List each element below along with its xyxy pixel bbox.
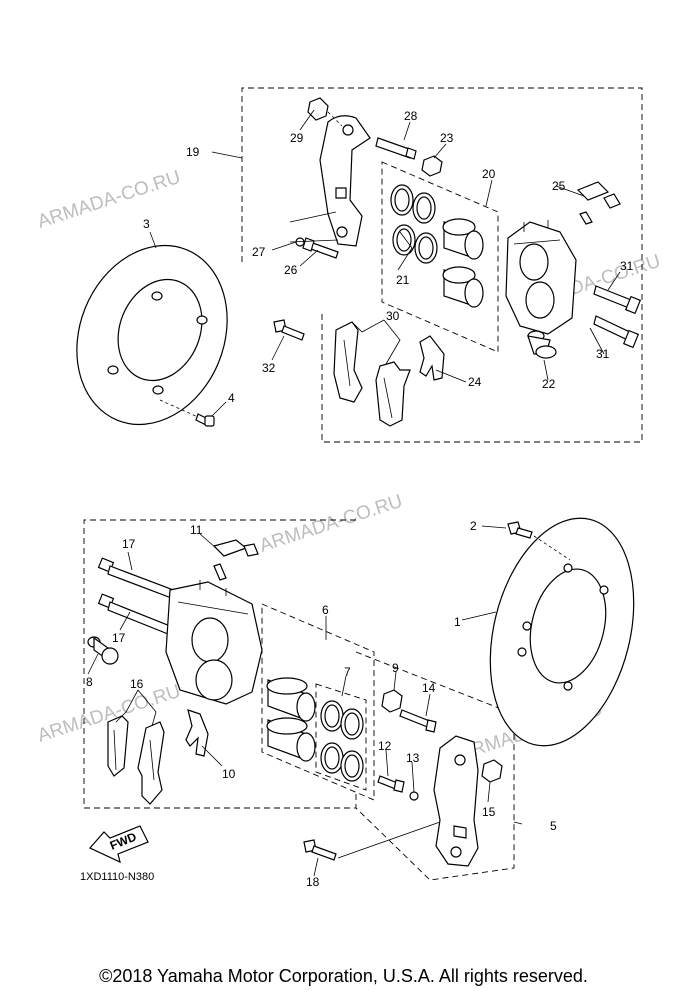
part-23 [421,155,443,177]
callout-15: 15 [482,805,496,819]
callout-31b: 31 [596,347,610,361]
caliper-lower [165,580,263,705]
part-29 [307,97,343,127]
callout-16: 16 [130,677,144,691]
frame-20 [381,161,499,353]
callout-12: 12 [378,739,392,753]
watermark-3: ARMADA-CO.RU [257,491,405,557]
part-7-seals [320,700,364,782]
fwd-arrow-icon: FWD [89,825,149,864]
part-9 [381,689,403,713]
part-30-pads [333,321,411,427]
part-15 [481,759,503,783]
callout-10: 10 [222,767,236,781]
callout-26: 26 [284,263,298,277]
part-14 [399,709,437,733]
part-24 [419,335,445,381]
callout-11: 11 [190,523,203,537]
bracket-plate [319,115,371,247]
callout-5: 5 [550,819,557,833]
leader-lines-lower [87,525,523,877]
callout-6: 6 [322,603,329,617]
callout-18: 18 [306,875,320,889]
copyright-footer: ©2018 Yamaha Motor Corporation, U.S.A. A… [99,966,588,986]
callout-30: 30 [386,309,400,323]
frame-5 [355,651,515,881]
part-10 [185,709,209,757]
callout-13: 13 [406,751,420,765]
callout-24: 24 [468,375,482,389]
part-32 [273,319,305,341]
callout-2: 2 [470,519,477,533]
part-11 [212,539,259,581]
callout-1: 1 [454,615,461,629]
callout-8: 8 [86,675,93,689]
watermark-1: ARMADA-CO.RU [35,167,183,233]
callout-20: 20 [482,167,496,181]
callout-9: 9 [392,661,399,675]
bolt-4 [159,399,215,427]
frame-19 [241,87,643,443]
lower-assembly: FWD [83,517,635,881]
frame-6 [261,603,375,801]
part-16-pads [107,715,165,805]
frame-lower-left [83,519,357,809]
brake-disc-3 [76,244,228,426]
bracket-lower [433,735,479,867]
callout-3: 3 [143,217,150,231]
callout-19: 19 [186,145,200,159]
callout-27: 27 [252,245,266,259]
part-28 [375,137,417,160]
callout-31a: 31 [620,259,634,273]
callout-4: 4 [228,391,235,405]
pistons-lower [266,677,316,762]
callout-22: 22 [542,377,556,391]
part-21-seals [390,184,438,264]
leader-lines-upper [149,109,621,417]
part-22 [527,330,557,359]
bolt-2 [507,521,571,561]
part-13 [409,791,419,801]
callout-32: 32 [262,361,276,375]
frame-7 [315,683,367,791]
part-31-pins [593,285,642,349]
upper-assembly [76,87,643,443]
callout-14: 14 [422,681,436,695]
part-25 [576,181,621,225]
diagram-canvas: ARMADA-CO.RU ARMADA-CO.RU ARMADA-CO.RU A… [35,87,663,889]
part-12 [377,775,405,793]
callout-23: 23 [440,131,454,145]
pistons-upper [442,218,484,308]
part-8 [87,636,119,665]
callout-25: 25 [552,179,566,193]
callout-7: 7 [344,665,351,679]
part-18 [303,839,337,861]
callout-28: 28 [404,109,418,123]
diagram-code: 1XD1110-N380 [80,871,155,883]
callout-labels: 1 2 3 4 5 6 7 8 9 10 11 12 13 14 15 16 1… [86,109,634,889]
callout-29: 29 [290,131,304,145]
part-17-pins [97,557,185,635]
callout-17b: 17 [112,631,126,645]
callout-17a: 17 [122,537,136,551]
brake-disc-1 [489,517,635,747]
callout-21: 21 [396,273,410,287]
caliper-upper [505,220,577,335]
